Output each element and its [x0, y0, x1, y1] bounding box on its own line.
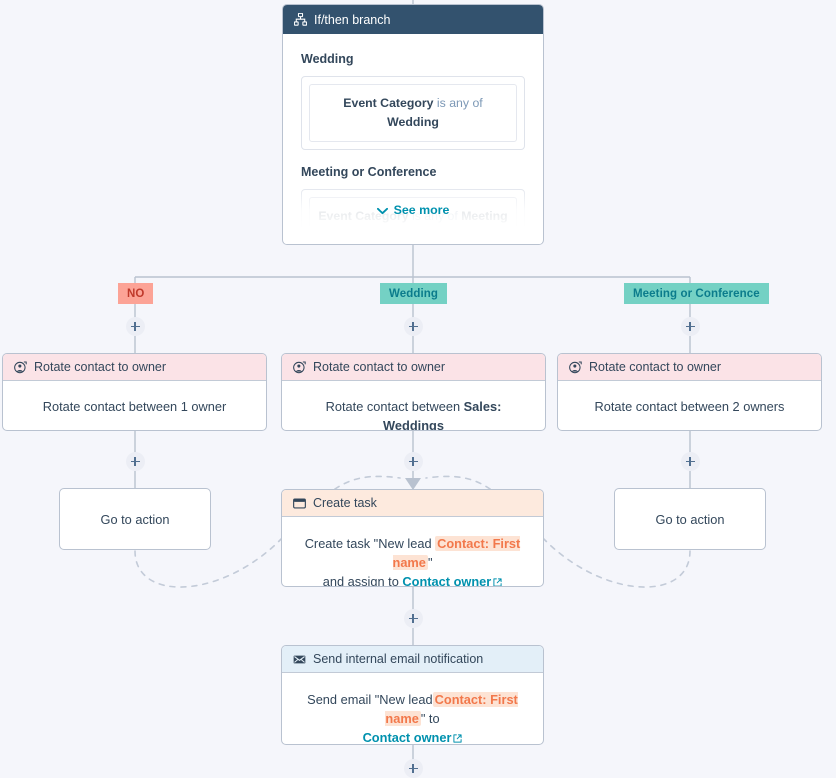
envelope-icon — [293, 653, 306, 666]
branch-badge-no-label: NO — [127, 287, 145, 300]
add-step-after-email[interactable] — [403, 759, 423, 778]
branch-condition-wedding[interactable]: Event Category is any of Wedding — [301, 75, 525, 150]
go-to-action-card-right[interactable]: Go to action — [614, 488, 766, 550]
create-task-header: Create task — [282, 490, 543, 517]
branch-badge-no[interactable]: NO — [118, 283, 154, 304]
rotate-body-prefix-right: Rotate contact between — [594, 399, 733, 414]
condition-property: Event Category — [343, 95, 434, 110]
rotate-body-value-left: 1 owner — [180, 399, 227, 414]
external-link-icon — [493, 578, 502, 586]
see-more-button[interactable]: See more — [376, 201, 450, 220]
create-task-card[interactable]: Create task Create task "New lead Contac… — [281, 489, 544, 587]
create-task-body: Create task "New lead Contact: First nam… — [282, 517, 543, 587]
create-task-title: Create task — [313, 496, 377, 510]
branch-card-body: Wedding Event Category is any of Wedding… — [283, 34, 543, 244]
rotate-card-header-left: Rotate contact to owner — [3, 354, 266, 381]
branch-group-label-meeting: Meeting or Conference — [301, 164, 437, 179]
condition-text-wedding: Event Category is any of Wedding — [309, 83, 517, 142]
email-text-2: " to — [420, 711, 440, 727]
email-owner-link[interactable]: Contact owner — [362, 730, 463, 745]
email-card-header: Send internal email notification — [282, 646, 543, 673]
add-step-after-rotate-left[interactable] — [125, 452, 145, 471]
branch-card-header: If/then branch — [283, 5, 543, 34]
create-task-text-2: " — [427, 555, 433, 571]
rotate-card-title-center: Rotate contact to owner — [313, 360, 446, 374]
condition-operator: is any of — [433, 95, 483, 110]
rotate-card-header-right: Rotate contact to owner — [558, 354, 821, 381]
rotate-body-prefix-center: Rotate contact between — [325, 399, 464, 414]
create-task-text-1: Create task "New lead — [304, 536, 436, 551]
go-to-action-card-left[interactable]: Go to action — [59, 488, 211, 550]
branch-badge-meeting-label: Meeting or Conference — [633, 287, 760, 300]
add-step-after-rotate-right[interactable] — [680, 452, 700, 471]
rotate-contact-card-center[interactable]: Rotate contact to owner Rotate contact b… — [281, 353, 546, 431]
add-step-after-rotate-center[interactable] — [403, 452, 423, 471]
rotate-card-body-right: Rotate contact between 2 owners — [558, 381, 821, 430]
if-then-branch-card[interactable]: If/then branch Wedding Event Category is… — [282, 4, 544, 245]
task-window-icon — [293, 497, 306, 510]
rotate-card-title-left: Rotate contact to owner — [34, 360, 167, 374]
rotate-card-body-center: Rotate contact between Sales: Weddings — [282, 381, 545, 431]
rotate-contact-icon — [14, 360, 27, 374]
rotate-contact-icon — [569, 360, 582, 374]
condition-value: Wedding — [387, 114, 439, 129]
rotate-card-body-left: Rotate contact between 1 owner — [3, 381, 266, 430]
see-more-overlay: See more — [284, 184, 542, 244]
add-step-meeting-branch[interactable] — [680, 317, 700, 336]
add-step-no-branch[interactable] — [125, 317, 145, 336]
rotate-contact-card-right[interactable]: Rotate contact to owner Rotate contact b… — [557, 353, 822, 431]
create-task-owner-link[interactable]: Contact owner — [402, 574, 502, 587]
create-task-text-3: and assign to — [322, 574, 403, 587]
rotate-body-prefix-left: Rotate contact between — [42, 399, 181, 414]
add-step-wedding-branch[interactable] — [403, 317, 423, 336]
org-chart-icon — [294, 13, 307, 26]
branch-group-label-wedding: Wedding — [301, 52, 354, 66]
email-text-1: Send email "New lead — [307, 692, 433, 707]
email-card-title: Send internal email notification — [313, 652, 484, 666]
branch-card-title: If/then branch — [314, 12, 391, 27]
create-task-owner-link-label: Contact owner — [402, 574, 492, 587]
go-to-action-label-right: Go to action — [655, 511, 725, 527]
branch-badge-wedding-label: Wedding — [389, 287, 439, 300]
chevron-down-icon — [376, 207, 388, 214]
rotate-card-header-center: Rotate contact to owner — [282, 354, 545, 381]
rotate-contact-icon — [293, 360, 306, 374]
go-to-action-label-left: Go to action — [100, 511, 170, 527]
rotate-body-value-center: Sales: Weddings — [383, 399, 502, 431]
external-link-icon — [453, 734, 463, 743]
add-step-after-create-task[interactable] — [403, 609, 423, 628]
see-more-label: See more — [393, 203, 450, 218]
send-internal-email-card[interactable]: Send internal email notification Send em… — [281, 645, 544, 745]
branch-badge-wedding[interactable]: Wedding — [380, 283, 448, 304]
rotate-body-value-right: 2 owners — [732, 399, 785, 414]
email-owner-link-label: Contact owner — [362, 730, 452, 745]
rotate-card-title-right: Rotate contact to owner — [589, 360, 722, 374]
rotate-contact-card-left[interactable]: Rotate contact to owner Rotate contact b… — [2, 353, 267, 431]
branch-badge-meeting-or-conference[interactable]: Meeting or Conference — [624, 283, 769, 304]
